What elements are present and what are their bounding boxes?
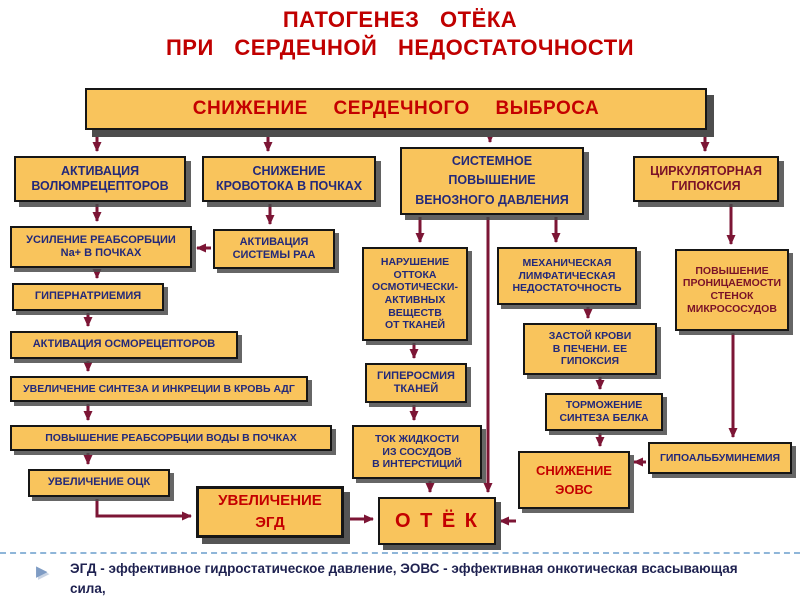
node-water-reabsorption-increase: ПОВЫШЕНИЕ РЕАБСОРБЦИИ ВОДЫ В ПОЧКАХ [10, 425, 332, 451]
node-volume-receptors-activation: АКТИВАЦИЯ ВОЛЮМРЕЦЕПТОРОВ [14, 156, 186, 202]
footnote-area: ▶ ЭГД - эффективное гидростатическое дав… [0, 552, 800, 600]
node-systemic-venous-pressure-increase: СИСТЕМНОЕ ПОВЫШЕНИЕ ВЕНОЗНОГО ДАВЛЕНИЯ [400, 147, 584, 215]
node-fluid-flow-to-interstitium: ТОК ЖИДКОСТИ ИЗ СОСУДОВ В ИНТЕРСТИЦИЙ [352, 425, 482, 479]
node-cardiac-output-decrease: СНИЖЕНИЕ СЕРДЕЧНОГО ВЫБРОСА [85, 88, 707, 130]
node-egd-increase: УВЕЛИЧЕНИЕ ЭГД [196, 486, 344, 538]
node-osmoreceptors-activation: АКТИВАЦИЯ ОСМОРЕЦЕПТОРОВ [10, 331, 238, 359]
footnote-bullet-icon: ▶ [36, 563, 48, 580]
node-circulating-blood-volume-increase: УВЕЛИЧЕНИЕ ОЦК [28, 469, 170, 497]
node-edema: О Т Ё К [378, 497, 496, 545]
node-liver-blood-stasis-hypoxia: ЗАСТОЙ КРОВИ В ПЕЧЕНИ. ЕЕ ГИПОКСИЯ [523, 323, 657, 375]
node-mechanical-lymphatic-insufficiency: МЕХАНИЧЕСКАЯ ЛИМФАТИЧЕСКАЯ НЕДОСТАТОЧНОС… [497, 247, 637, 305]
node-hypernatremia: ГИПЕРНАТРИЕМИЯ [12, 283, 164, 311]
node-hypoalbuminemia: ГИПОАЛЬБУМИНЕМИЯ [648, 442, 792, 474]
node-na-reabsorption-increase: УСИЛЕНИЕ РЕАБСОРБЦИИ Na+ В ПОЧКАХ [10, 226, 192, 268]
footnote-text: ЭГД - эффективное гидростатическое давле… [70, 561, 738, 596]
node-adh-secretion-increase: УВЕЛИЧЕНИЕ СИНТЕЗА И ИНКРЕЦИИ В КРОВЬ АД… [10, 376, 308, 402]
node-eovs-decrease: СНИЖЕНИЕ ЭОВС [518, 451, 630, 509]
node-circulatory-hypoxia: ЦИРКУЛЯТОРНАЯ ГИПОКСИЯ [633, 156, 779, 202]
node-renal-blood-flow-decrease: СНИЖЕНИЕ КРОВОТОКА В ПОЧКАХ [202, 156, 376, 202]
node-raa-system-activation: АКТИВАЦИЯ СИСТЕМЫ РАА [213, 229, 335, 269]
slide-title-line1: ПАТОГЕНЕЗ ОТЁКА [282, 7, 518, 32]
node-protein-synthesis-inhibition: ТОРМОЖЕНИЕ СИНТЕЗА БЕЛКА [545, 393, 663, 431]
slide-title: ПАТОГЕНЕЗ ОТЁКА ПРИ СЕРДЕЧНОЙ НЕДОСТАТОЧ… [0, 6, 800, 61]
node-tissue-hyperosmia: ГИПЕРОСМИЯ ТКАНЕЙ [365, 363, 467, 403]
node-osmotic-outflow-disturbance: НАРУШЕНИЕ ОТТОКА ОСМОТИЧЕСКИ- АКТИВНЫХ В… [362, 247, 468, 341]
slide-title-line2: ПРИ СЕРДЕЧНОЙ НЕДОСТАТОЧНОСТИ [165, 34, 635, 60]
node-microvessel-permeability-increase: ПОВЫШЕНИЕ ПРОНИЦАЕМОСТИ СТЕНОК МИКРОСОСУ… [675, 249, 789, 331]
